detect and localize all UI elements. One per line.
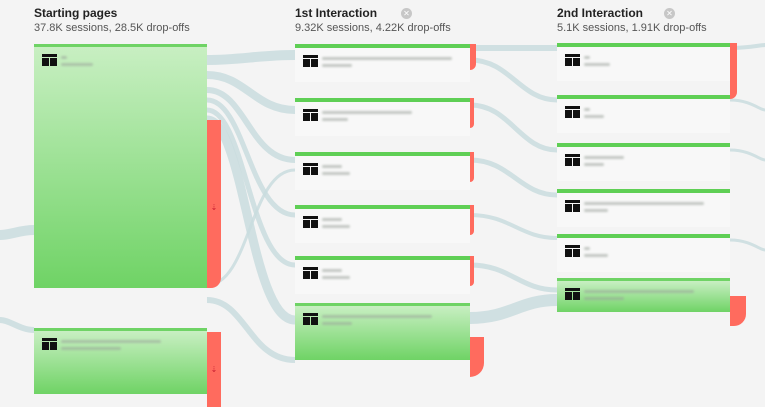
- dropoff-bar[interactable]: [470, 205, 474, 235]
- page-layout-icon: [303, 55, 318, 67]
- dropoff-bar[interactable]: [730, 296, 746, 326]
- dropoff-bar[interactable]: [470, 337, 484, 377]
- page-node[interactable]: [557, 234, 730, 272]
- close-icon[interactable]: ✕: [401, 8, 412, 19]
- page-label-blurred: [322, 165, 350, 179]
- column-summary: 9.32K sessions, 4.22K drop-offs: [295, 22, 451, 34]
- page-layout-icon: [565, 288, 580, 300]
- page-layout-icon: [565, 200, 580, 212]
- page-layout-icon: [565, 54, 580, 66]
- page-node[interactable]: [557, 143, 730, 181]
- column-title: 1st Interaction: [295, 6, 378, 20]
- column-header-1st-interaction: 1st Interaction 9.32K sessions, 4.22K dr…: [295, 6, 451, 34]
- dropoff-bar[interactable]: [730, 43, 737, 99]
- page-label-blurred: [322, 269, 350, 283]
- page-label-blurred: [584, 247, 608, 261]
- page-label-blurred: [61, 340, 161, 354]
- page-label-blurred: [584, 202, 704, 216]
- dropoff-bar[interactable]: [470, 44, 476, 70]
- column-header-2nd-interaction: 2nd Interaction 5.1K sessions, 1.91K dro…: [557, 6, 707, 34]
- column-summary: 37.8K sessions, 28.5K drop-offs: [34, 22, 190, 34]
- dropoff-bar[interactable]: [470, 98, 474, 128]
- column-summary: 5.1K sessions, 1.91K drop-offs: [557, 22, 707, 34]
- column-header-starting-pages: Starting pages 37.8K sessions, 28.5K dro…: [34, 6, 190, 34]
- page-label-blurred: [322, 218, 350, 232]
- dropoff-bar[interactable]: [470, 152, 474, 182]
- dropoff-bar[interactable]: ⇣: [207, 120, 221, 288]
- page-node[interactable]: [34, 328, 207, 394]
- page-layout-icon: [42, 54, 57, 66]
- dropoff-arrow-icon: ⇣: [210, 365, 218, 374]
- page-label-blurred: [584, 156, 624, 170]
- page-node[interactable]: [557, 278, 730, 312]
- page-layout-icon: [42, 338, 57, 350]
- page-layout-icon: [303, 267, 318, 279]
- page-layout-icon: [303, 313, 318, 325]
- page-node[interactable]: [295, 152, 470, 190]
- dropoff-arrow-icon: ⇣: [210, 203, 218, 212]
- close-icon[interactable]: ✕: [664, 8, 675, 19]
- column-title: Starting pages: [34, 6, 118, 20]
- page-node[interactable]: [557, 189, 730, 227]
- page-layout-icon: [565, 154, 580, 166]
- dropoff-bar[interactable]: [470, 256, 474, 286]
- page-node[interactable]: [34, 44, 207, 288]
- page-node[interactable]: [557, 43, 730, 81]
- page-node[interactable]: [295, 44, 470, 82]
- page-label-blurred: [584, 108, 604, 122]
- page-label-blurred: [584, 290, 694, 304]
- page-node[interactable]: [295, 256, 470, 294]
- page-node[interactable]: [295, 303, 470, 360]
- page-label-blurred: [322, 111, 412, 125]
- page-label-blurred: [322, 315, 432, 329]
- page-layout-icon: [303, 109, 318, 121]
- page-label-blurred: [61, 56, 93, 70]
- page-label-blurred: [322, 57, 452, 71]
- page-node[interactable]: [557, 95, 730, 133]
- page-layout-icon: [303, 216, 318, 228]
- page-node[interactable]: [295, 98, 470, 136]
- page-layout-icon: [565, 245, 580, 257]
- page-node[interactable]: [295, 205, 470, 243]
- page-label-blurred: [584, 56, 610, 70]
- dropoff-bar[interactable]: ⇣: [207, 332, 221, 407]
- page-layout-icon: [303, 163, 318, 175]
- column-title: 2nd Interaction: [557, 6, 644, 20]
- page-layout-icon: [565, 106, 580, 118]
